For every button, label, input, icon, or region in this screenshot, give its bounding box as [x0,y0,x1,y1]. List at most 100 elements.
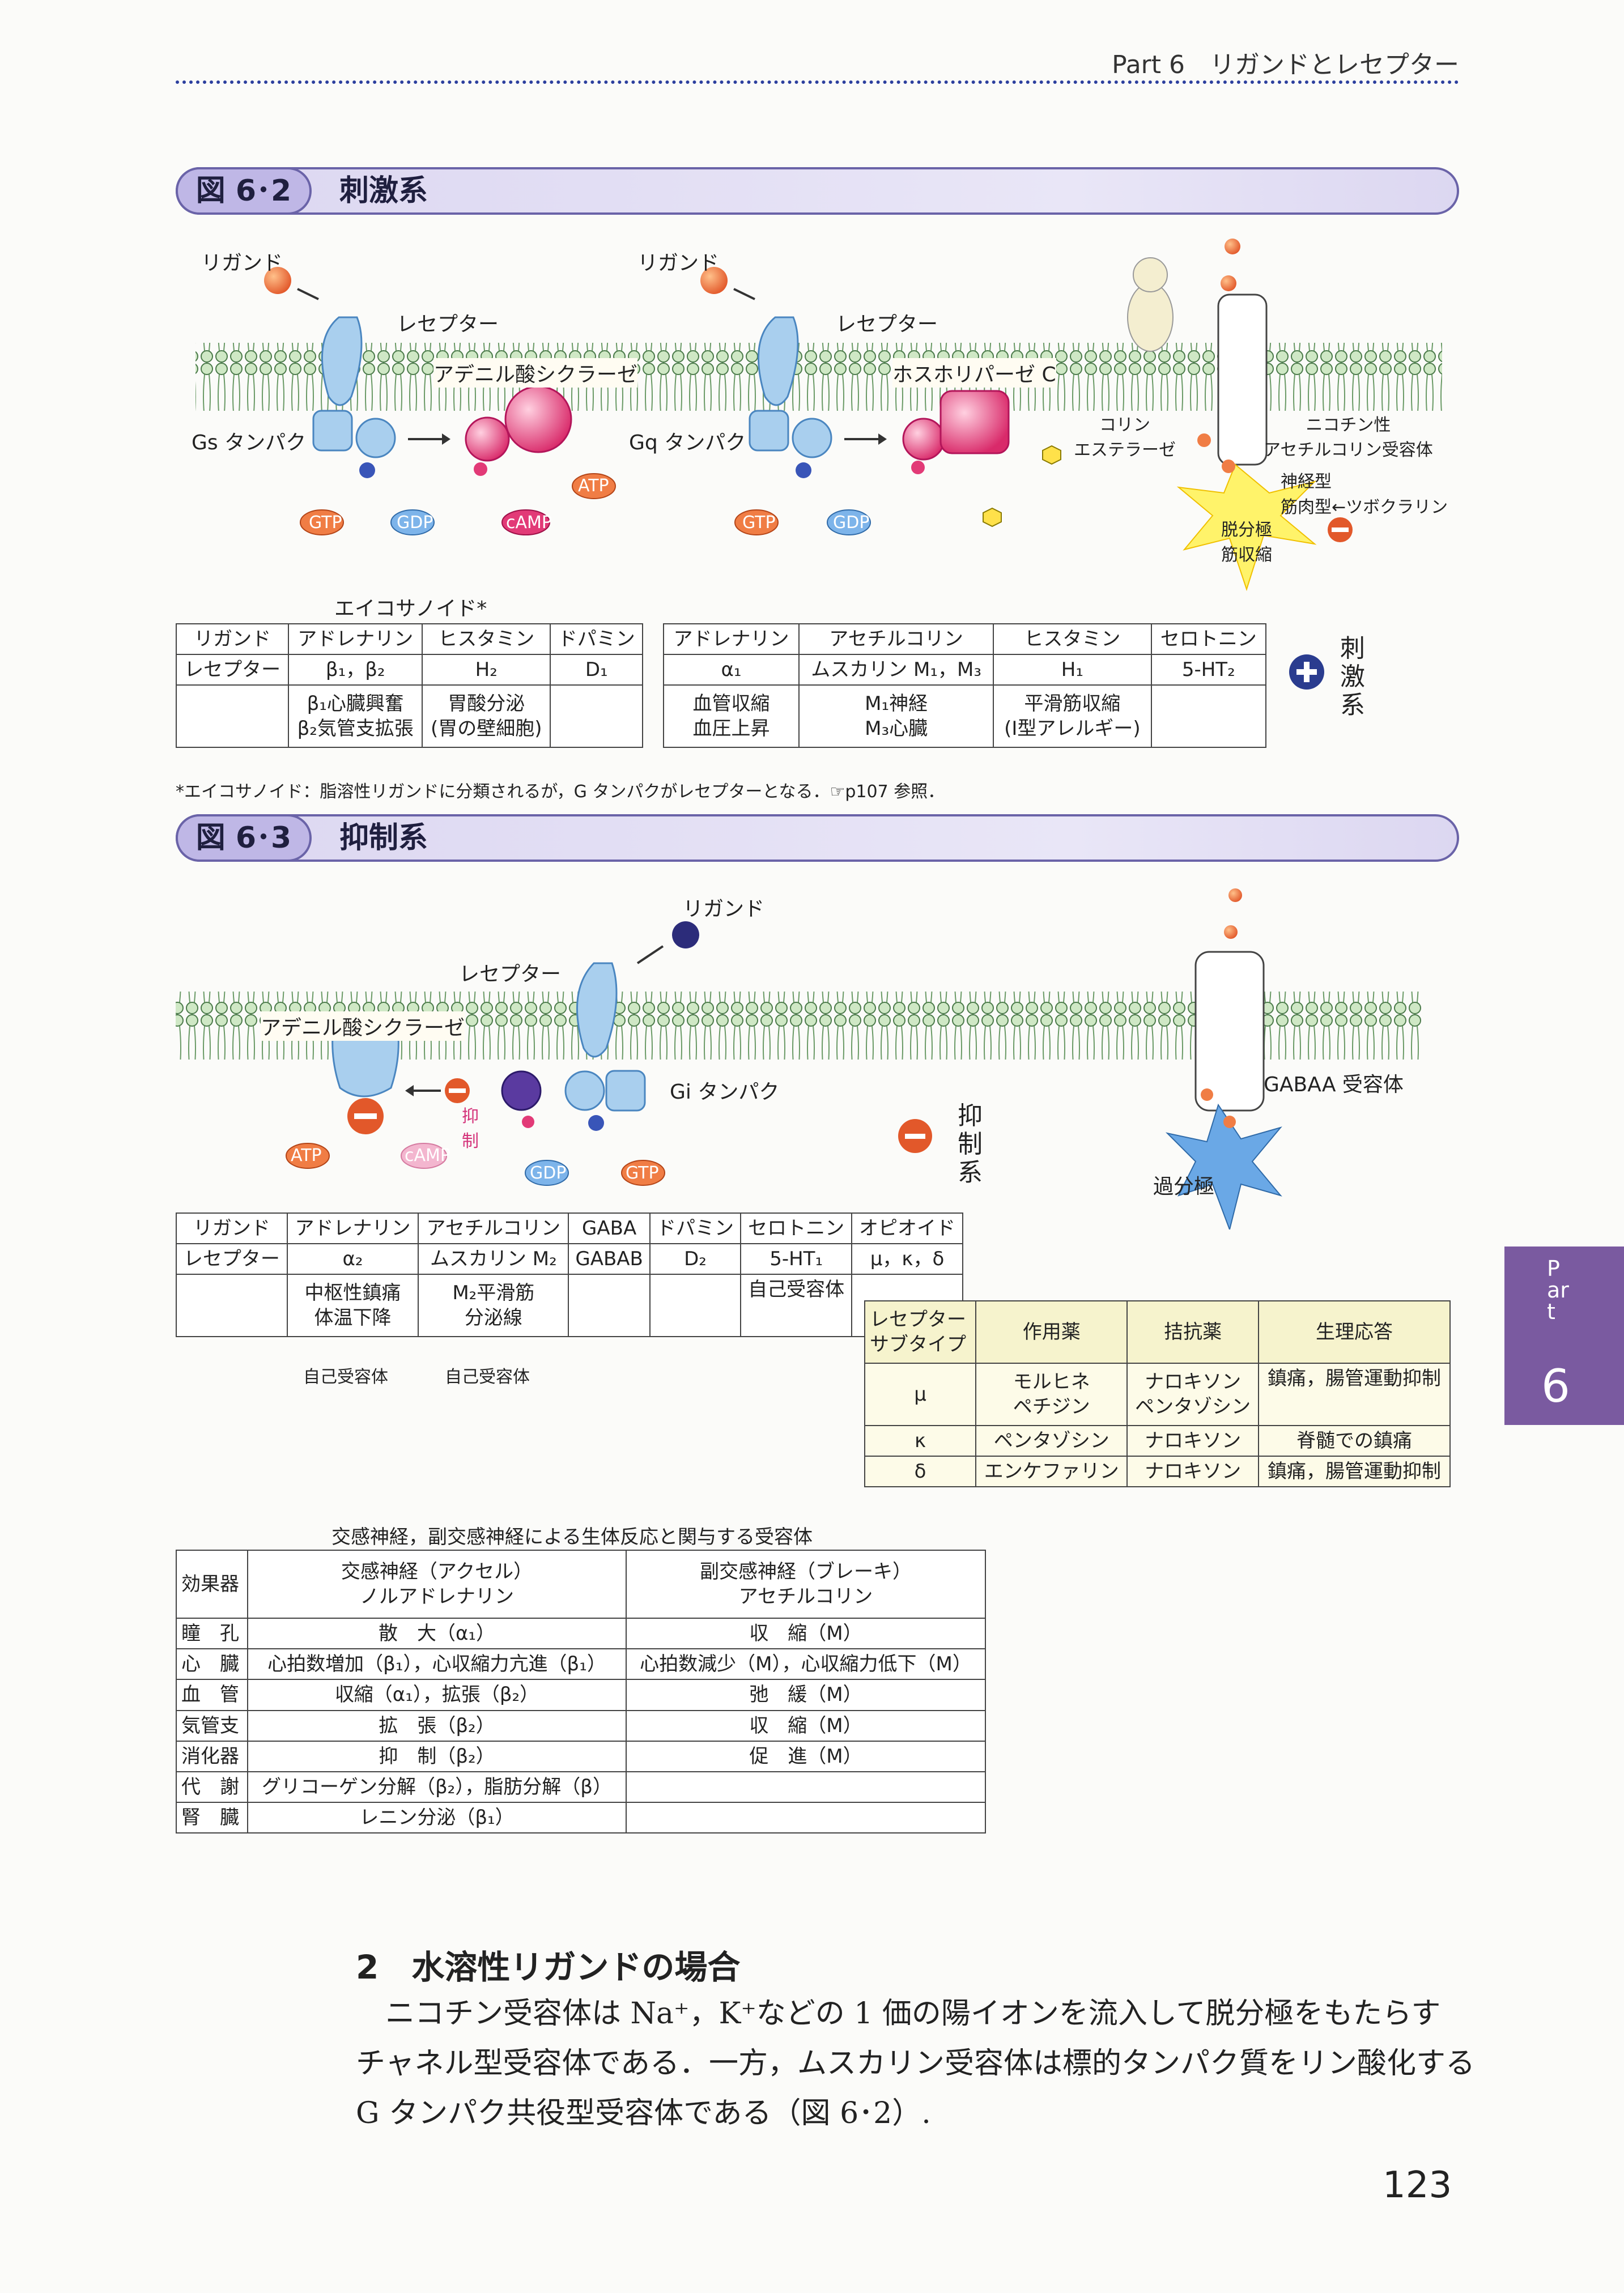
muscle-type-label: 筋肉型←ツボクラリン [1281,497,1448,517]
table-cell: 作用薬 [975,1300,1128,1364]
table-cell: ムスカリン M₁，M₃ [798,654,994,686]
table-cell: GABA [568,1212,651,1245]
table-cell: ドパミン [649,1212,742,1245]
gtp-label: GTP [309,513,342,533]
table-cell: μ [864,1363,977,1426]
figure-title: 刺激系 [339,174,428,208]
autoreceptor-note-1: 自己受容体 [303,1367,388,1387]
hyperpolarization-burst [1165,1103,1282,1230]
table-cell: M₁神経 M₃心臓 [798,684,994,748]
table-cell: 平滑筋収縮 (Ⅰ型アレルギー) [993,684,1152,748]
receptor-label-3: レセプター [459,963,562,986]
table-cell: リガンド [175,623,290,656]
table-cell: セロトニン [1150,623,1267,656]
autoreceptor-note-2: 自己受容体 [445,1367,530,1387]
gi-label: Gi タンパク [670,1080,780,1104]
table-cell: 脊髄での鎮痛 [1257,1424,1451,1457]
table-cell [568,1274,651,1338]
table-cell: H₁ [993,654,1152,686]
adenylyl-cyclase-label-2: アデニル酸シクラーゼ [261,1011,465,1041]
gs-alpha [355,418,396,458]
table-cell: 自己受容体 [740,1274,853,1338]
table-cell: レセプター [175,654,290,686]
table-cell: M₂平滑筋 分泌線 [418,1274,569,1338]
table-cell: リガンド [176,1212,288,1245]
table-cell: D₂ [649,1243,742,1275]
table-cell: H₂ [422,654,551,686]
table-cell: α₂ [286,1243,419,1275]
table-cell: レセプター [176,1243,288,1275]
running-header: Part 6 リガンドとレセプター [176,40,1459,84]
gdp-label-2: GDP [833,513,870,533]
running-title: Part 6 リガンドとレセプター [1112,50,1459,79]
neuro-type-label: 神経型 [1281,472,1332,492]
gdp-label-3: GDP [530,1163,567,1183]
table-cell: β₁，β₂ [288,654,423,686]
table-cell: 中枢性鎮痛 体温下降 [286,1274,419,1338]
table-cell: セロトニン [740,1212,853,1245]
table-cell: 腎 臓 [175,1802,249,1834]
stimulatory-diagram [195,239,1442,592]
gdp-label: GDP [397,513,433,533]
table-cell: 抑 制（β₂） [247,1740,627,1772]
table-cell: レニン分泌（β₁） [247,1802,627,1834]
table-cell: 鎮痛，腸管運動抑制 [1257,1363,1451,1426]
table-cell: 胃酸分泌 (胃の壁細胞) [422,684,551,748]
table-cell: ペンタゾシン [975,1424,1128,1457]
ligand-label: リガンド [201,252,283,275]
nicotinic-receptor [1217,293,1268,466]
nicotinic-label: ニコチン性 アセチルコリン受容体 [1264,415,1433,460]
table-cell: β₁心臓興奮 β₂気管支拡張 [288,684,423,748]
part-side-tab: Part 6 [1504,1247,1624,1425]
body-line-1: ニコチン受容体は Na⁺，K⁺などの 1 価の陽イオンを流入して脱分極をもたらす [385,1997,1441,2031]
inhibit-label: 抑制 [462,1107,479,1151]
gabaa-receptor [1194,951,1265,1112]
gq-label: Gq タンパク [629,431,746,454]
table-cell: モルヒネ ペチジン [975,1363,1128,1426]
table-cell: κ [864,1424,977,1457]
table-cell: 促 進（M） [625,1740,987,1772]
figure-label: 図 6･2 [176,167,312,215]
table-cell: 気管支 [175,1709,249,1742]
eicosanoid-footnote: *エイコサノイド：脂溶性リガンドに分類されるが，G タンパクがレセプターとなる．… [176,782,945,802]
receptor-label-2: レセプター [836,313,938,336]
gs-label: Gs タンパク [192,431,307,454]
figure-label-2: 図 6･3 [176,814,312,862]
table-cell: 交感神経（アクセル） ノルアドレナリン [247,1550,627,1619]
table-cell: 心 臓 [175,1648,249,1681]
receptor-icon [321,316,363,406]
table-cell [649,1274,742,1338]
table-cell: 心拍数増加（β₁），心収縮力亢進（β₁） [247,1648,627,1681]
part-tab-label: Part [1547,1256,1569,1324]
table-cell: 瞳 孔 [175,1617,249,1650]
plc-label: ホスホリパーゼ C [892,358,1056,388]
depolarization-label: 脱分極 筋収縮 [1221,520,1272,565]
table-cell: グリコーゲン分解（β₂），脂肪分解（β） [247,1771,627,1803]
table-cell [625,1771,987,1803]
part-tab-number: 6 [1541,1360,1570,1413]
table-cell: 心拍数減少（M），心収縮力低下（M） [625,1648,987,1681]
table-cell [1150,684,1267,748]
stimulatory-side-label: 刺激系 [1340,634,1365,720]
table-cell: アセチルコリン [418,1212,569,1245]
table-cell: 鎮痛，腸管運動抑制 [1257,1456,1451,1488]
phospholipase-c [939,390,1010,454]
ligand-ball-dark [672,921,699,948]
table-cell: 5-HT₁ [740,1243,853,1275]
cholinesterase-figure [1127,283,1174,352]
table-cell: 弛 緩（M） [625,1679,987,1711]
gs-betagamma [312,410,353,452]
table-cell: レセプター サブタイプ [864,1300,977,1364]
table-cell: ムスカリン M₂ [418,1243,569,1275]
table-cell: 収縮（α₁），拡張（β₂） [247,1679,627,1711]
table-cell: 拮抗薬 [1126,1300,1259,1364]
gabaa-label: GABAA 受容体 [1264,1073,1404,1096]
gtp-label-2: GTP [742,513,776,533]
table-cell: 血 管 [175,1679,249,1711]
table-cell: アドレナリン [286,1212,419,1245]
camp-label: cAMP [506,513,552,533]
figure-6-3-titlebar: 図 6･3 抑制系 [176,814,1459,862]
